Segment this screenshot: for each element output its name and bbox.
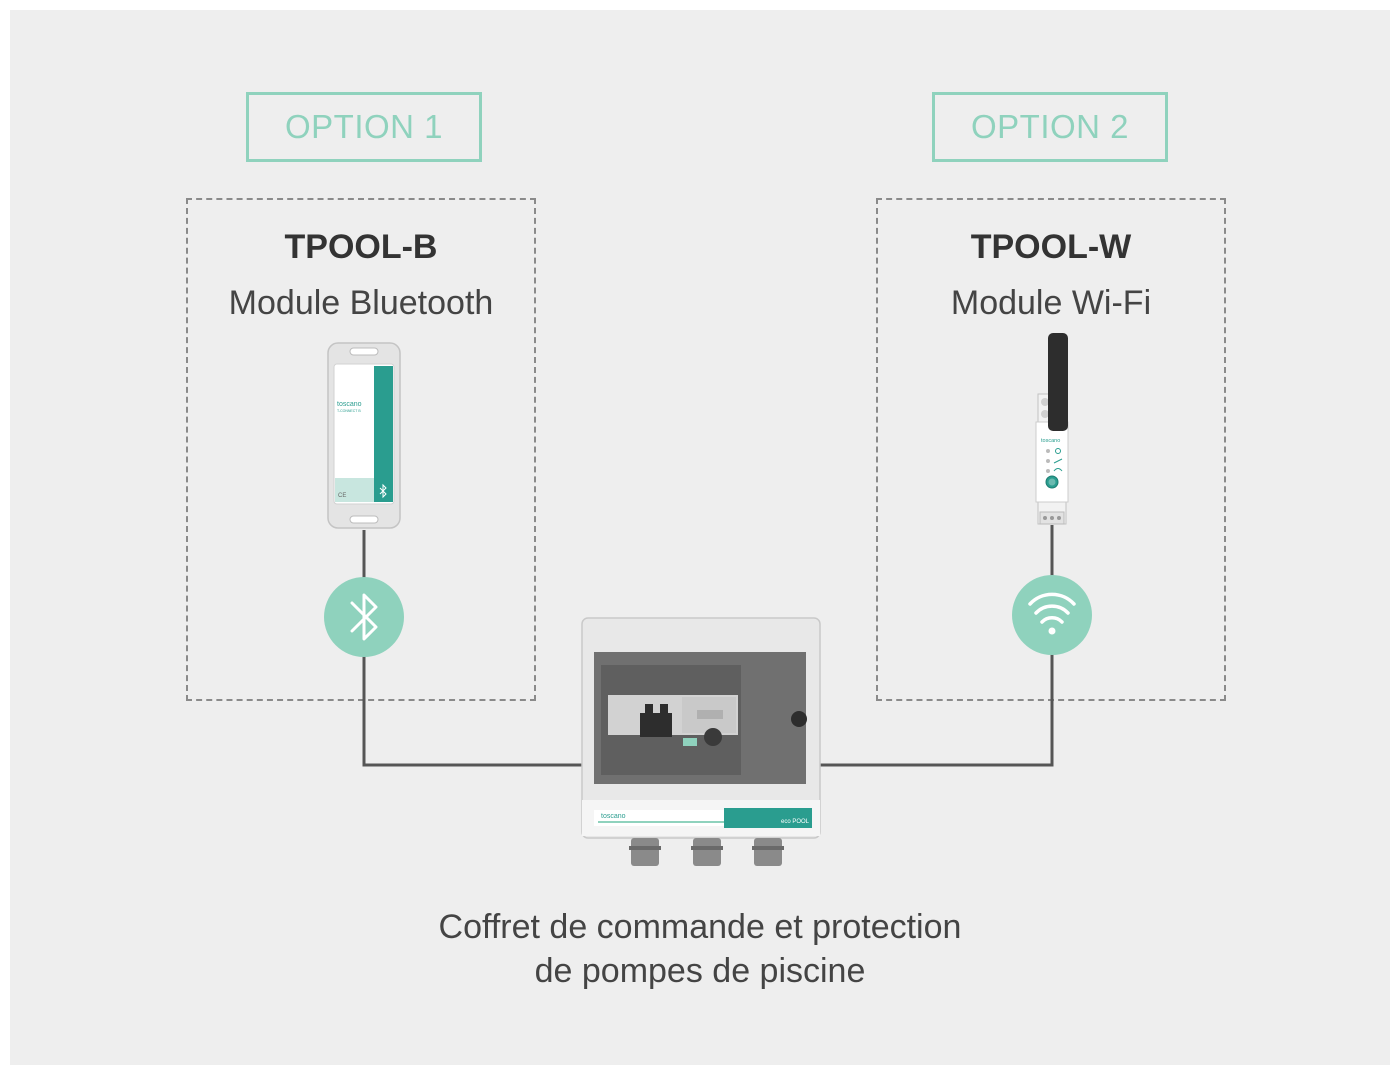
wifi-cable — [820, 525, 1054, 767]
control-panel-brand: toscano — [601, 813, 626, 820]
wifi-antenna — [1048, 333, 1068, 431]
option-1-group — [186, 198, 536, 701]
option-2-description: Module Wi-Fi — [950, 284, 1152, 322]
control-panel-device: toscano eco POOL — [581, 617, 821, 866]
bluetooth-icon — [324, 577, 404, 657]
ce-mark: CE — [338, 493, 346, 499]
bluetooth-small-icon — [379, 483, 387, 499]
caption-line-1: Coffret de commande et protection — [438, 908, 962, 946]
cable-gland-1 — [631, 838, 659, 866]
caption-line-2: de pompes de piscine — [534, 952, 866, 990]
bluetooth-module-model: T-CONNECT B — [337, 409, 361, 413]
option-2-label: OPTION 2 — [932, 92, 1168, 162]
option-1-description: Module Bluetooth — [228, 284, 494, 322]
bluetooth-module-brand: toscano — [337, 401, 362, 408]
bluetooth-module-device: toscano T-CONNECT B CE — [327, 342, 401, 529]
option-2-product-name: TPOOL-W — [970, 228, 1132, 266]
cable-gland-2 — [693, 838, 721, 866]
option-1-product-name: TPOOL-B — [284, 228, 438, 266]
wifi-icon — [1012, 575, 1092, 655]
wifi-module-device: toscano — [1035, 333, 1069, 525]
cable-gland-3 — [754, 838, 782, 866]
bluetooth-cable — [362, 530, 582, 767]
diagram-canvas — [10, 10, 1390, 1065]
option-1-label: OPTION 1 — [246, 92, 482, 162]
control-panel-model: eco POOL — [781, 819, 810, 825]
wifi-module-brand: toscano — [1041, 438, 1060, 444]
